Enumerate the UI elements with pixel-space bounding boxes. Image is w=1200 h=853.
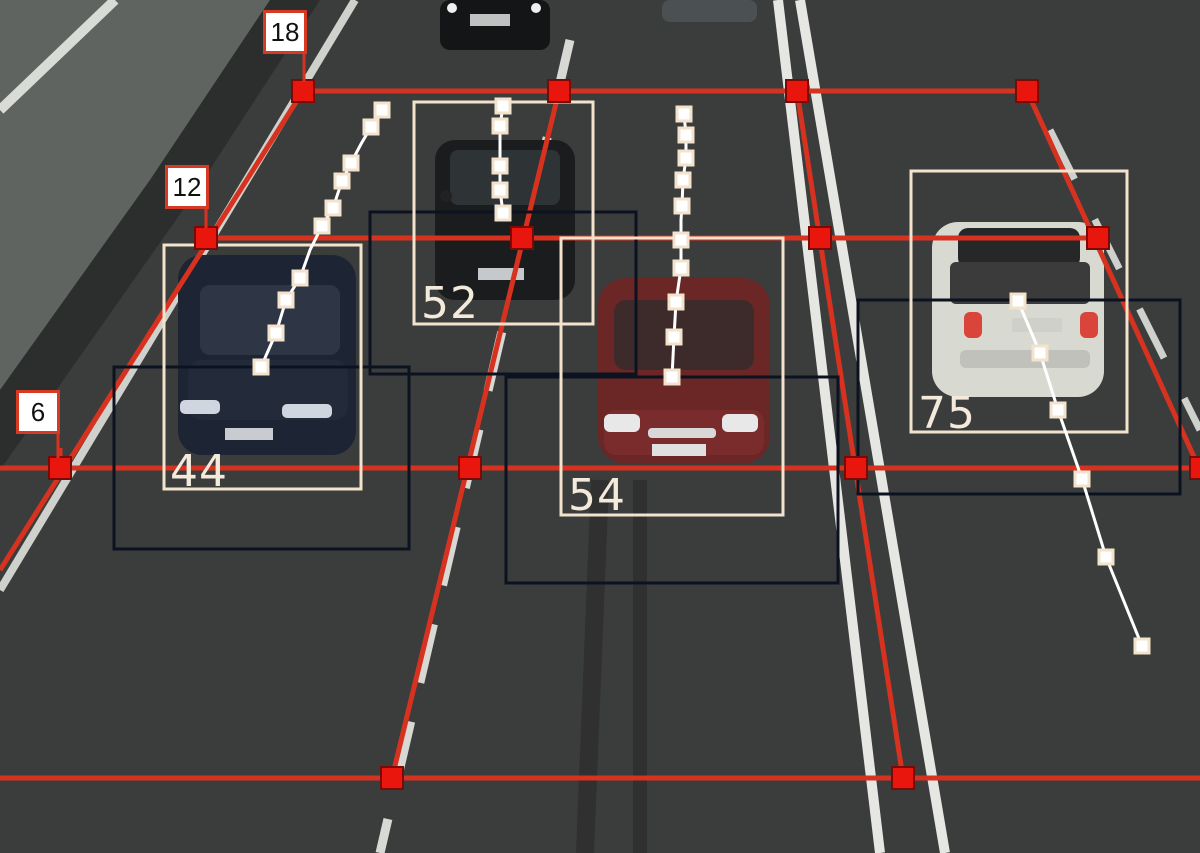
hollow-square-track-point-icon: [663, 368, 681, 386]
grid-line-right: [1024, 89, 1200, 472]
detection-label: 52: [421, 278, 479, 329]
red-square-node-icon: [844, 456, 868, 480]
hollow-square-track-point-icon: [362, 118, 380, 136]
hollow-square-track-point-icon: [677, 149, 695, 167]
hollow-square-track-point-icon: [333, 172, 351, 190]
hollow-square-track-point-icon: [373, 101, 391, 119]
hollow-square-track-point-icon: [494, 204, 512, 222]
lane-marking: [795, 0, 950, 853]
lane-marking: [0, 0, 119, 114]
car-red: [598, 278, 770, 464]
lane-marking: [773, 0, 885, 853]
hollow-square-track-point-icon: [672, 259, 690, 277]
red-square-node-icon: [510, 226, 534, 250]
hollow-square-track-point-icon: [665, 328, 683, 346]
hollow-square-track-point-icon: [277, 291, 295, 309]
car-top-right: [662, 0, 757, 22]
hollow-square-track-point-icon: [1097, 548, 1115, 566]
hollow-square-track-point-icon: [673, 197, 691, 215]
track-points: [252, 97, 1151, 655]
red-square-node-icon: [380, 766, 404, 790]
hollow-square-track-point-icon: [677, 126, 695, 144]
distance-marker-12: 12: [165, 165, 209, 209]
hollow-square-track-point-icon: [494, 97, 512, 115]
detection-label: 54: [568, 470, 626, 521]
hollow-square-track-point-icon: [1031, 344, 1049, 362]
hollow-square-track-point-icon: [491, 117, 509, 135]
grid-nodes: [48, 79, 1200, 790]
red-square-node-icon: [1189, 456, 1200, 480]
hollow-square-track-point-icon: [313, 217, 331, 235]
detection-box: [909, 169, 1129, 434]
grid-line-left: [0, 89, 306, 572]
car-top-left: [440, 0, 550, 50]
hollow-square-track-point-icon: [667, 293, 685, 311]
curb-shadow: [0, 0, 320, 470]
perspective-grid: [0, 88, 1200, 781]
red-square-node-icon: [785, 79, 809, 103]
tire-streak: [576, 479, 609, 853]
grid-line-center-right: [794, 90, 906, 779]
hollow-square-track-point-icon: [267, 324, 285, 342]
track-line-car-75: [1016, 300, 1144, 647]
hollow-square-track-point-icon: [675, 105, 693, 123]
grid-line-center-left: [389, 90, 562, 779]
distance-marker-6: 6: [16, 390, 60, 434]
hollow-square-track-point-icon: [1073, 470, 1091, 488]
hollow-square-track-point-icon: [1133, 637, 1151, 655]
red-square-node-icon: [194, 226, 218, 250]
hollow-square-track-point-icon: [252, 358, 270, 376]
red-square-node-icon: [1015, 79, 1039, 103]
sidewalk: [0, 0, 270, 390]
hollow-square-track-point-icon: [491, 181, 509, 199]
red-square-node-icon: [547, 79, 571, 103]
red-square-node-icon: [458, 456, 482, 480]
hollow-square-track-point-icon: [324, 199, 342, 217]
red-square-node-icon: [891, 766, 915, 790]
detection-box: [162, 243, 363, 491]
hollow-square-track-point-icon: [291, 269, 309, 287]
hollow-square-track-point-icon: [1009, 292, 1027, 310]
red-square-node-icon: [48, 456, 72, 480]
red-square-node-icon: [291, 79, 315, 103]
hollow-square-track-point-icon: [672, 231, 690, 249]
distance-marker-18: 18: [263, 10, 307, 54]
hollow-square-track-point-icon: [674, 171, 692, 189]
detection-label: 44: [170, 446, 228, 497]
red-square-node-icon: [1086, 226, 1110, 250]
hollow-square-track-point-icon: [342, 154, 360, 172]
hollow-square-track-point-icon: [491, 157, 509, 175]
detection-box: [559, 236, 785, 517]
detection-label: 75: [918, 388, 976, 439]
red-square-node-icon: [808, 226, 832, 250]
distance-connectors: [56, 52, 306, 458]
hollow-square-track-point-icon: [1049, 401, 1067, 419]
